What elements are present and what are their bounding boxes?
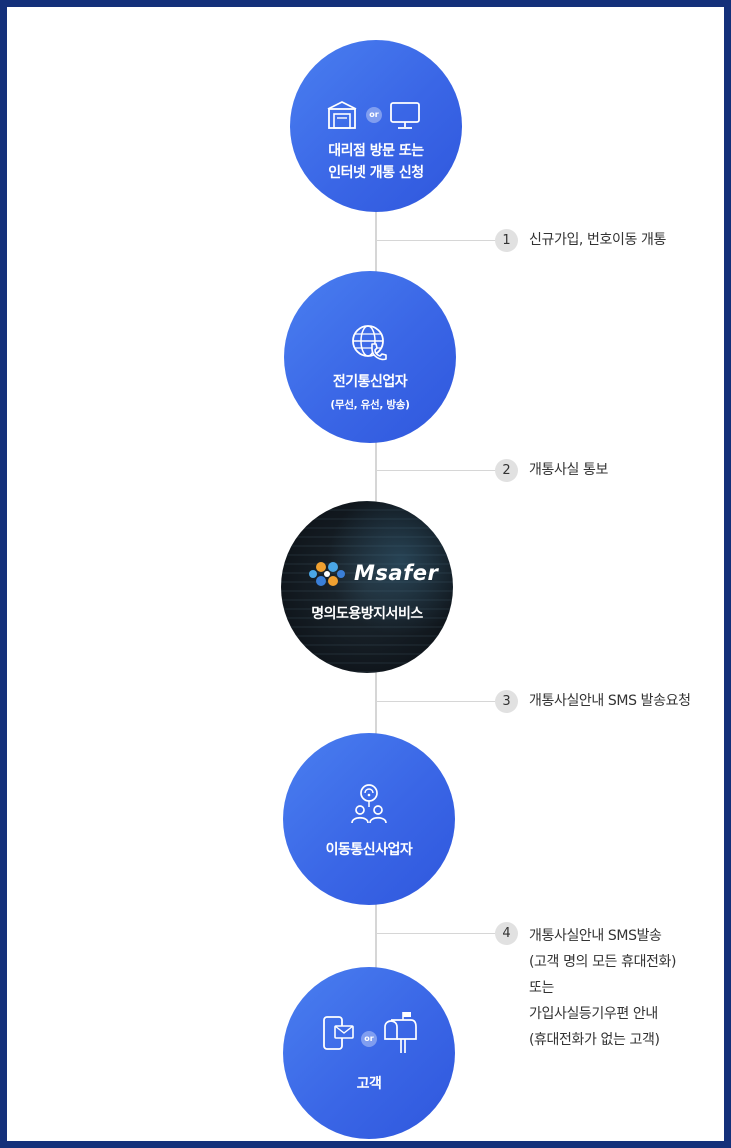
step-label-line: (고객 명의 모든 휴대전화) <box>529 954 677 970</box>
step-number-badge: 3 <box>495 690 518 713</box>
or-badge: or <box>361 1031 377 1047</box>
step-label-line: 개통사실안내 SMS발송 <box>529 928 662 944</box>
step-number-badge: 4 <box>495 922 518 945</box>
step-label: 개통사실 통보 <box>529 462 608 478</box>
msafer-logo: Msafer <box>281 561 453 587</box>
msafer-logo-text: Msafer <box>354 561 439 585</box>
step-label-line: (휴대전화가 없는 고객) <box>529 1032 660 1048</box>
node-msafer-service: Msafer 명의도용방지서비스 <box>281 501 453 673</box>
node-customer: or 고객 <box>283 967 455 1139</box>
step-label: 신규가입, 번호이동 개통 <box>529 232 666 248</box>
monitor-icon <box>390 102 420 129</box>
connector-1 <box>377 240 495 241</box>
node-title: 고객 <box>356 1076 382 1092</box>
node-title: 명의도용방지서비스 <box>311 606 423 622</box>
step-number-badge: 2 <box>495 459 518 482</box>
flow-diagram: or 대리점 방문 또는 인터넷 개통 신청 전기통신업자 (무선, 유선, 방… <box>7 7 724 1141</box>
node-telecom-provider: 전기통신업자 (무선, 유선, 방송) <box>284 271 456 443</box>
node-title: 대리점 방문 또는 인터넷 개통 신청 <box>328 143 424 181</box>
step-label-lines: 개통사실안내 SMS발송 (고객 명의 모든 휴대전화) 또는 가입사실등기우편… <box>529 923 676 1053</box>
store-icon <box>327 101 357 129</box>
node-agency-application: or 대리점 방문 또는 인터넷 개통 신청 <box>290 40 462 212</box>
msafer-mark-icon <box>309 562 345 586</box>
node-mobile-carrier: 이동통신사업자 <box>283 733 455 905</box>
step-label-line: 가입사실등기우편 안내 <box>529 1006 658 1022</box>
node-subtitle: (무선, 유선, 방송) <box>330 399 410 411</box>
mailbox-icon <box>384 1012 417 1053</box>
or-badge: or <box>366 107 382 123</box>
mobile-message-icon <box>323 1016 354 1050</box>
step-number-badge: 1 <box>495 229 518 252</box>
node-title: 이동통신사업자 <box>325 842 413 858</box>
connector-4 <box>377 933 495 934</box>
step-label-line: 또는 <box>529 980 554 996</box>
users-network-icon <box>351 784 387 824</box>
node-title: 전기통신업자 <box>332 374 408 390</box>
globe-phone-icon <box>352 325 387 361</box>
connector-2 <box>377 470 495 471</box>
connector-3 <box>377 701 495 702</box>
step-label: 개통사실안내 SMS 발송요청 <box>529 693 691 709</box>
